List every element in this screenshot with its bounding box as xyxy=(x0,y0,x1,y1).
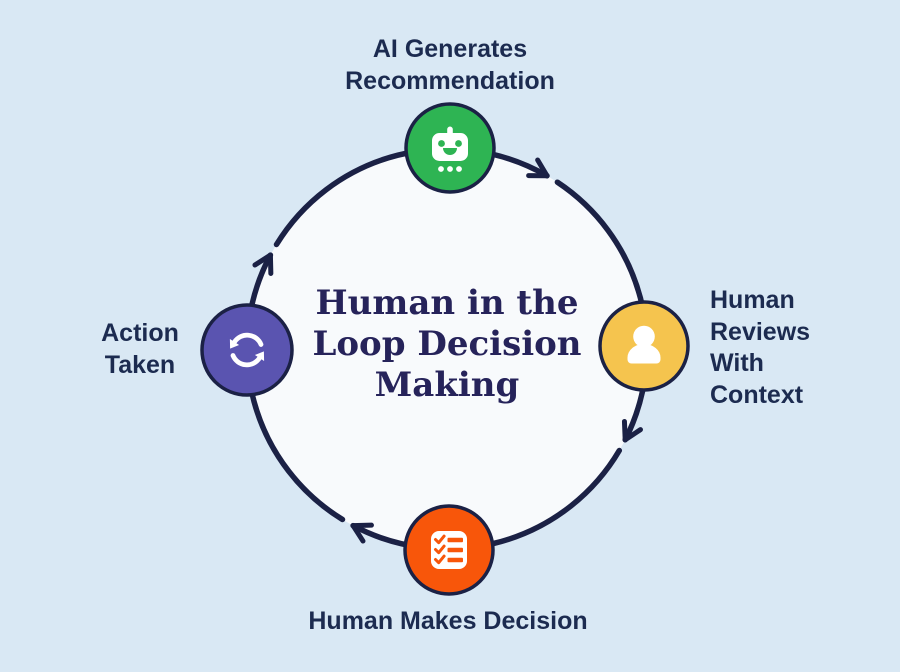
cycle-arrow-top-to-right-icon xyxy=(554,179,650,443)
checklist-icon xyxy=(431,531,467,569)
label-line: With xyxy=(710,349,764,378)
node-action-taken xyxy=(200,303,294,397)
label-line: Recommendation xyxy=(345,67,555,95)
robot-icon xyxy=(432,126,468,172)
sync-icon xyxy=(229,332,265,368)
label-line: AI Generates xyxy=(372,35,528,63)
node-circle-purple xyxy=(200,303,294,397)
label-line: Taken xyxy=(104,351,176,379)
title-line: Loop Decision xyxy=(312,324,582,364)
node-human-decides xyxy=(403,504,495,596)
label-line: Human Makes Decision xyxy=(308,607,588,635)
label-human-decides: Human Makes Decision xyxy=(308,605,587,637)
diagram-title: Human in the Loop Decision Making xyxy=(312,283,581,406)
label-line: Action xyxy=(101,319,179,347)
cycle-arrow-bottom-to-left-icon xyxy=(244,252,346,523)
label-line: Context xyxy=(710,381,804,410)
label-action-taken: Action Taken xyxy=(101,317,179,381)
person-icon xyxy=(627,325,661,364)
title-line: Making xyxy=(374,365,520,405)
label-line: Human xyxy=(710,286,795,314)
loop-circle xyxy=(247,149,647,549)
title-line: Human in the xyxy=(315,283,579,323)
node-ai-generates xyxy=(404,102,496,194)
label-line: Reviews xyxy=(710,317,811,346)
label-ai-generates: AI Generates Recommendation xyxy=(345,33,555,97)
node-human-reviews xyxy=(598,300,690,392)
cycle-arrow-right-to-bottom-icon xyxy=(350,447,623,552)
label-human-reviews: Human Reviews With Context xyxy=(710,285,810,412)
cycle-arrow-left-to-top-icon xyxy=(273,146,550,248)
